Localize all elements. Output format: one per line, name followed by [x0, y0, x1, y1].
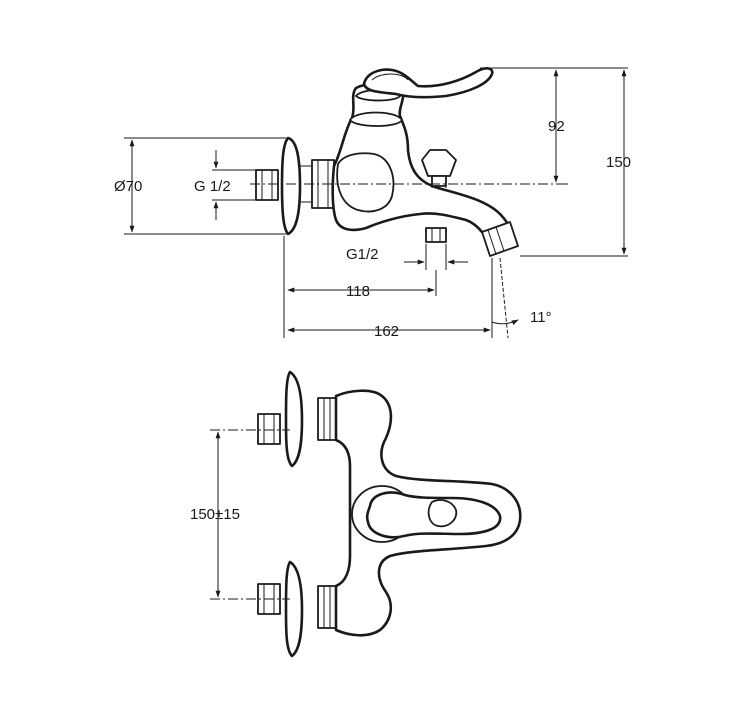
lower-outlet: [425, 227, 447, 243]
diverter-knob: [421, 149, 457, 177]
inlet-fitting: [255, 169, 279, 201]
dim-lever-height: 92: [548, 118, 565, 135]
dim-outlet-thread: G1/2: [346, 246, 379, 263]
dim-outlet-projection: 118: [346, 283, 370, 300]
upper-rosette: [284, 370, 304, 468]
side-view: Ø70 G 1/2 92 150 G1/2 118 162: [114, 67, 631, 340]
wall-rosette: [280, 136, 302, 236]
dim-inlet-spacing: 150±15: [190, 506, 240, 523]
dim-wall-diameter: Ø70: [114, 178, 142, 195]
dim-total-height: 150: [606, 154, 631, 171]
top-view: 150±15: [190, 370, 522, 658]
lever-handle: [362, 67, 494, 99]
dim-spout-projection: 162: [374, 323, 399, 340]
lower-rosette: [284, 560, 304, 658]
body-oval: [336, 152, 395, 213]
dim-inlet-thread: G 1/2: [194, 178, 231, 195]
dim-spout-angle: 11°: [530, 309, 552, 326]
